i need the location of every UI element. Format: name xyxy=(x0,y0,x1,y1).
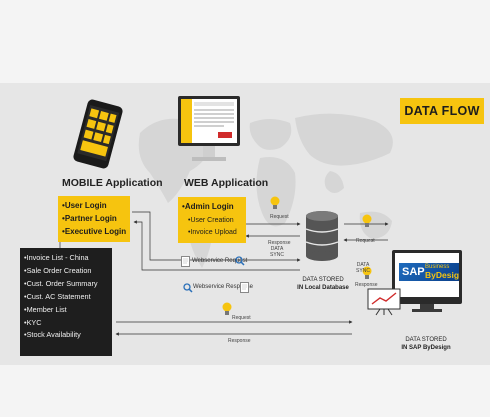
magnifier-icon xyxy=(235,256,245,266)
response-label: Response xyxy=(228,338,251,344)
request-label: Request xyxy=(270,214,289,220)
mobile-app-heading: MOBILE Application xyxy=(62,177,163,189)
request-label: Request xyxy=(356,238,375,244)
monitor-stand xyxy=(420,304,434,310)
sap-logo-text: SAP xyxy=(402,266,425,278)
feature-item: Invoice List - China xyxy=(24,252,108,265)
monitor-base xyxy=(412,309,442,312)
data-sync-label: DATA SYNC xyxy=(356,262,370,274)
sap-line2: IN SAP ByDesign xyxy=(401,345,451,351)
document-icon xyxy=(240,282,249,293)
webservice-request-label: Webservice Request xyxy=(192,258,248,264)
local-db-line2: IN Local Database xyxy=(297,285,349,291)
sap-line1: DATA STORED xyxy=(405,337,447,343)
local-db-line1: DATA STORED xyxy=(302,277,344,283)
feature-item: Stock Availability xyxy=(24,329,108,342)
response-label: Response xyxy=(268,240,291,246)
webservice-response-label: Webservice Response xyxy=(193,284,253,290)
magnifier-icon xyxy=(183,283,193,293)
sap-monitor: SAP Business ByDesign xyxy=(392,250,462,304)
web-app-heading: WEB Application xyxy=(184,177,269,189)
sap-logo-bydesign: ByDesign xyxy=(425,270,459,280)
sap-logo: SAP Business ByDesign xyxy=(399,263,459,281)
presentation-chart-icon xyxy=(367,288,401,316)
lightbulb-icon xyxy=(270,196,280,209)
partner-login-item: Partner Login xyxy=(62,212,126,225)
data-flow-title: DATA FLOW xyxy=(400,98,484,124)
executive-login-item: Executive Login xyxy=(62,225,126,238)
feature-item: Cust. Order Summary xyxy=(24,278,108,291)
feature-item: Member List xyxy=(24,304,108,317)
database-icon xyxy=(305,211,339,261)
web-login-box: Admin Login User Creation Invoice Upload xyxy=(178,197,246,243)
local-db-caption: DATA STORED IN Local Database xyxy=(288,276,358,292)
lightbulb-icon xyxy=(362,214,372,227)
mobile-phone-icon xyxy=(73,99,123,169)
mobile-login-box: User Login Partner Login Executive Login xyxy=(58,196,130,242)
feature-item: Sale Order Creation xyxy=(24,265,108,278)
desktop-monitor-icon xyxy=(178,96,240,161)
data-sync-label: DATA SYNC xyxy=(270,246,284,258)
lightbulb-icon xyxy=(362,266,372,279)
response-label: Response xyxy=(355,282,378,288)
user-login-item: User Login xyxy=(62,199,126,212)
sap-caption: DATA STORED IN SAP ByDesign xyxy=(386,336,466,352)
feature-item: KYC xyxy=(24,317,108,330)
document-icon xyxy=(181,256,190,267)
admin-login-item: Admin Login xyxy=(182,200,242,213)
user-creation-item: User Creation xyxy=(182,215,242,227)
feature-item: Cust. AC Statement xyxy=(24,291,108,304)
lightbulb-icon xyxy=(222,302,232,315)
request-label: Request xyxy=(232,315,251,321)
invoice-upload-item: Invoice Upload xyxy=(182,227,242,239)
sap-logo-business: Business xyxy=(425,264,450,270)
mobile-features-box: Invoice List - China Sale Order Creation… xyxy=(20,248,112,356)
